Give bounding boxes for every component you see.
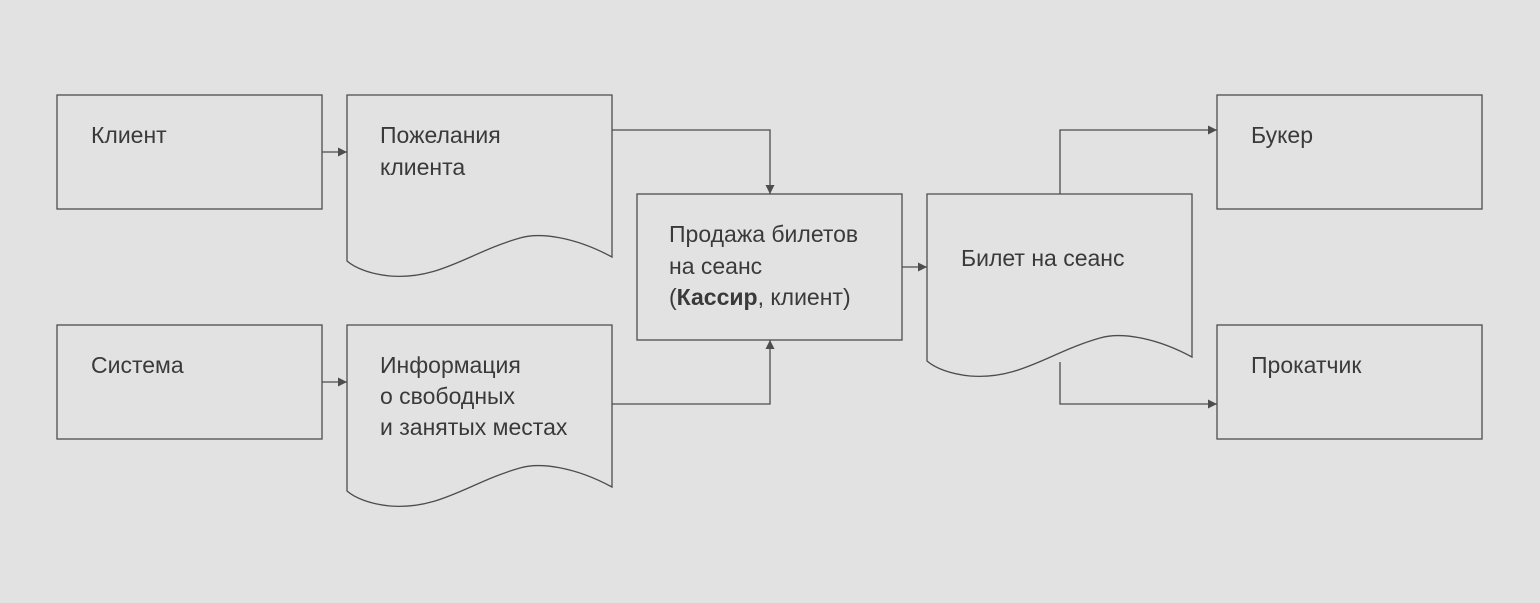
edge-wishes-to-sale: [612, 129, 775, 194]
node-label-line-2: на сеанс: [669, 253, 762, 279]
document-shape: [346, 94, 613, 278]
node-client-wishes: Пожелания клиента: [346, 94, 613, 278]
node-client: Клиент: [56, 94, 323, 210]
paren-open: (: [669, 284, 677, 310]
document-shape: [926, 193, 1193, 378]
node-ticket: Билет на сеанс: [926, 193, 1193, 378]
edge-seat-info-to-sale: [612, 340, 775, 405]
node-label: Букер: [1251, 122, 1313, 148]
process-box: [1216, 324, 1483, 440]
connectors: [322, 125, 1217, 409]
node-label-line-1: Пожелания: [380, 122, 501, 148]
node-system: Система: [56, 324, 323, 440]
process-box: [56, 94, 323, 210]
node-label-line-3: и занятых местах: [380, 414, 568, 440]
node-label-line-2: клиента: [380, 154, 465, 180]
node-label: Билет на сеанс: [961, 245, 1124, 271]
node-label-line-3: (Кассир, клиент): [669, 284, 851, 310]
node-seat-info: Информация о свободных и занятых местах: [346, 324, 613, 508]
node-label-line-1: Информация: [380, 352, 521, 378]
node-distributor: Прокатчик: [1216, 324, 1483, 440]
node-label: Система: [91, 352, 184, 378]
role-rest: , клиент): [758, 284, 851, 310]
node-label-line-2: о свободных: [380, 383, 516, 409]
node-ticket-sale: Продажа билетов на сеанс (Кассир, клиент…: [636, 193, 903, 341]
node-label: Клиент: [91, 122, 167, 148]
node-booker: Букер: [1216, 94, 1483, 210]
node-label: Прокатчик: [1251, 352, 1362, 378]
process-box: [56, 324, 323, 440]
process-box: [1216, 94, 1483, 210]
process-box: [636, 193, 903, 341]
edge-ticket-to-booker: [1059, 125, 1217, 194]
edge-ticket-to-distributor: [1059, 362, 1217, 409]
document-shape: [346, 324, 613, 508]
node-label-line-1: Продажа билетов: [669, 221, 858, 247]
role-cashier: Кассир: [677, 284, 758, 310]
